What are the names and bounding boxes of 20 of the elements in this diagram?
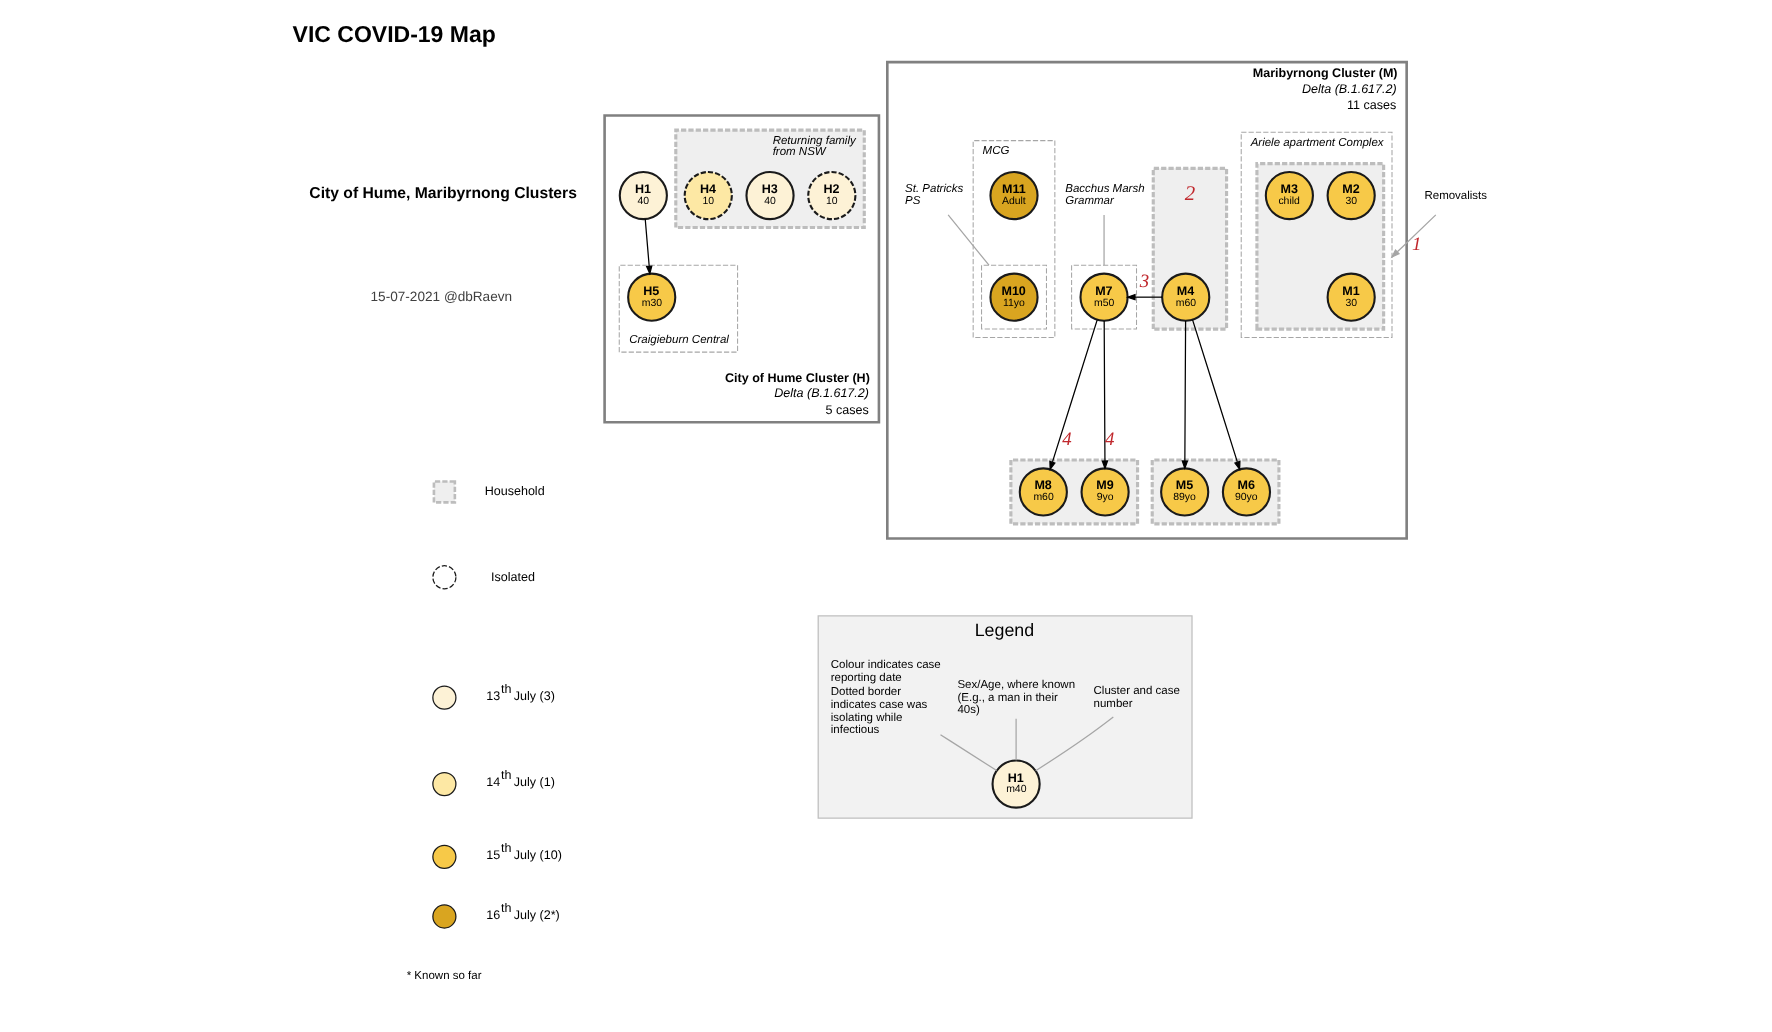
diagram-title: VIC COVID-19 Map xyxy=(292,23,496,48)
arrow xyxy=(1049,319,1098,472)
arrow xyxy=(1181,320,1189,471)
connector xyxy=(1103,214,1105,266)
cluster xyxy=(1151,166,1229,331)
arrow xyxy=(644,218,653,276)
edge-label: 4 xyxy=(1062,430,1072,451)
connector xyxy=(1035,716,1114,772)
connector xyxy=(1015,718,1017,761)
arrow xyxy=(1125,293,1163,301)
edge-label: 4 xyxy=(1105,430,1115,451)
arrow xyxy=(1390,214,1437,259)
connector xyxy=(947,214,990,266)
arrow xyxy=(1101,320,1109,471)
connector xyxy=(939,734,998,772)
arrow xyxy=(1191,319,1241,472)
label: 2 xyxy=(1184,183,1196,206)
edge-label: 1 xyxy=(1411,235,1422,256)
cluster xyxy=(1255,162,1386,331)
edge-label: 3 xyxy=(1139,273,1150,294)
